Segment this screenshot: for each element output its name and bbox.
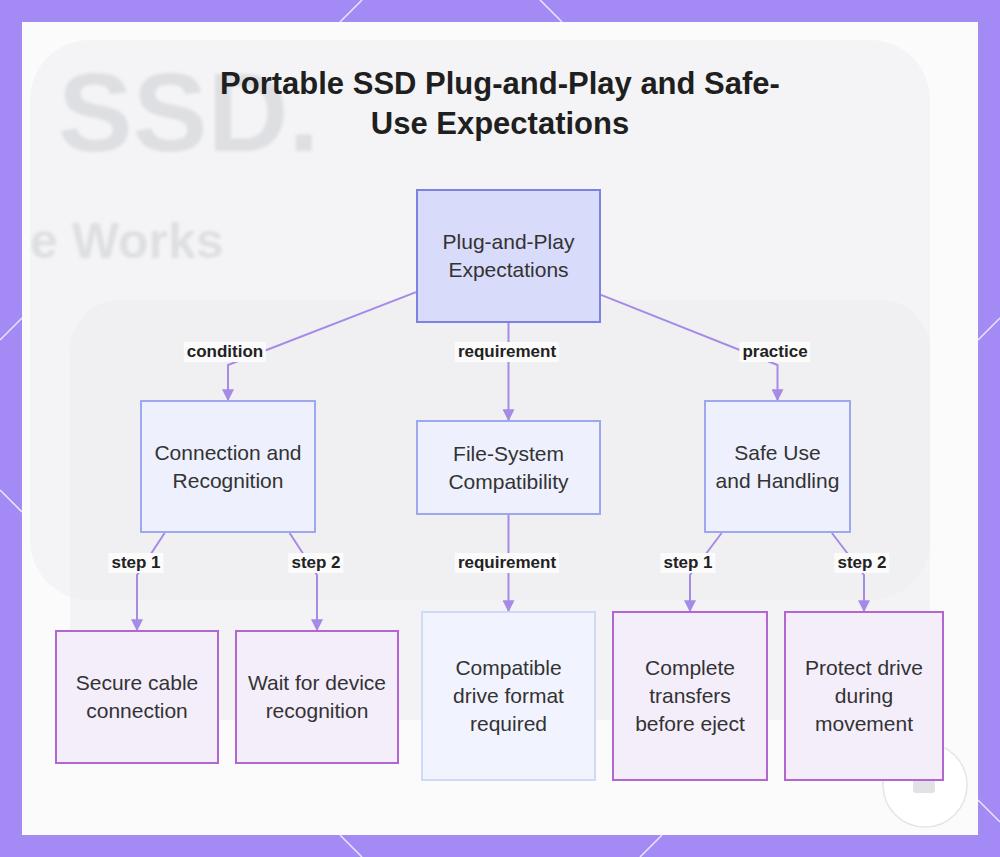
node-label: Protect drive during movement [794,654,934,738]
border-line [978,800,1000,822]
connector-arrow [290,533,317,630]
node-label: Compatible drive format required [431,654,586,738]
border-line [0,318,22,340]
root-box: Plug-and-Play Expectations [416,189,601,323]
border-line [0,490,22,512]
edge-label: step 1 [660,553,715,573]
edge-label: step 1 [108,553,163,573]
connector-arrow [508,323,510,420]
white-panel [22,22,978,835]
edge-label: practice [739,342,810,362]
step-box: Protect drive during movement [784,611,944,781]
step-box: Wait for device recognition [235,630,399,764]
diagram-title: Portable SSD Plug-and-Play and Safe-Use … [200,64,800,144]
category-box: Safe Use and Handling [704,400,851,533]
watermark-text: e Works [30,212,224,270]
border-line [978,318,1000,340]
border-line [540,0,562,22]
edge-label: step 2 [288,553,343,573]
edge-label: requirement [455,342,559,362]
border-line [640,835,662,857]
edge-label: condition [184,342,266,362]
edge-label: requirement [455,553,559,573]
connector-arrow [137,533,165,630]
category-box: Connection and Recognition [140,400,316,533]
node-label: File-System Compatibility [426,440,591,496]
category-box: File-System Compatibility [416,420,601,515]
step-box: Complete transfers before eject [612,611,768,781]
border-line [340,0,362,22]
node-label: Wait for device recognition [245,669,389,725]
requirement-box: Compatible drive format required [421,611,596,781]
node-label: Safe Use and Handling [714,439,841,495]
border-line [340,835,362,857]
step-box: Secure cable connection [55,630,219,764]
edge-label: step 2 [834,553,889,573]
node-label: Secure cable connection [65,669,209,725]
node-label: Connection and Recognition [150,439,306,495]
node-label: Plug-and-Play Expectations [426,228,591,284]
node-label: Complete transfers before eject [622,654,758,738]
